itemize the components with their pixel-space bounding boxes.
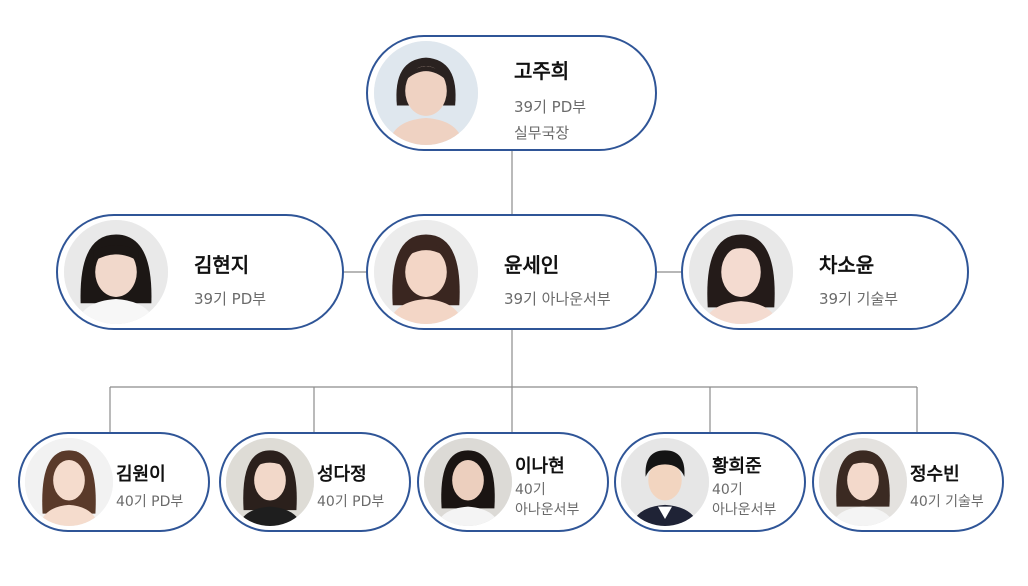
member-card-top: 고주희 39기 PD부 실무국장: [366, 35, 657, 151]
member-name: 고주희: [514, 59, 570, 83]
member-card-bottom: 성다정 40기 PD부: [219, 432, 411, 532]
member-name: 정수빈: [910, 464, 960, 485]
member-name: 김현지: [194, 253, 250, 277]
member-role: 40기 기술부: [910, 494, 984, 510]
member-department: 아나운서부: [515, 502, 580, 518]
member-name: 이나현: [515, 456, 565, 477]
member-title: 실무국장: [514, 124, 570, 142]
member-role: 39기 기술부: [819, 290, 899, 308]
member-card-bottom: 김원이 40기 PD부: [18, 432, 210, 532]
member-card-middle: 차소윤 39기 기술부: [681, 214, 969, 330]
member-name: 윤세인: [504, 253, 560, 277]
member-department: 아나운서부: [712, 502, 777, 518]
member-role: 40기 PD부: [116, 494, 184, 510]
member-role: 40기: [515, 482, 546, 498]
member-name: 성다정: [317, 464, 367, 485]
member-role: 39기 PD부: [194, 290, 267, 308]
member-role: 39기 PD부: [514, 98, 587, 116]
member-card-bottom: 이나현 40기 아나운서부: [417, 432, 609, 532]
member-card-middle: 윤세인 39기 아나운서부: [366, 214, 657, 330]
member-card-bottom: 황희준 40기 아나운서부: [614, 432, 806, 532]
member-card-middle: 김현지 39기 PD부: [56, 214, 344, 330]
person-portrait-icon: [689, 220, 793, 324]
person-portrait-icon: [374, 41, 478, 145]
person-portrait-icon: [226, 438, 314, 526]
member-role: 39기 아나운서부: [504, 290, 611, 308]
person-portrait-icon: [424, 438, 512, 526]
member-name: 김원이: [116, 464, 166, 485]
person-portrait-icon: [374, 220, 478, 324]
member-role: 40기 PD부: [317, 494, 385, 510]
member-name: 차소윤: [819, 253, 875, 277]
person-portrait-icon: [621, 438, 709, 526]
person-portrait-icon: [64, 220, 168, 324]
member-card-bottom: 정수빈 40기 기술부: [812, 432, 1004, 532]
member-name: 황희준: [712, 456, 762, 477]
member-role: 40기: [712, 482, 743, 498]
person-portrait-icon: [25, 438, 113, 526]
person-portrait-icon: [819, 438, 907, 526]
